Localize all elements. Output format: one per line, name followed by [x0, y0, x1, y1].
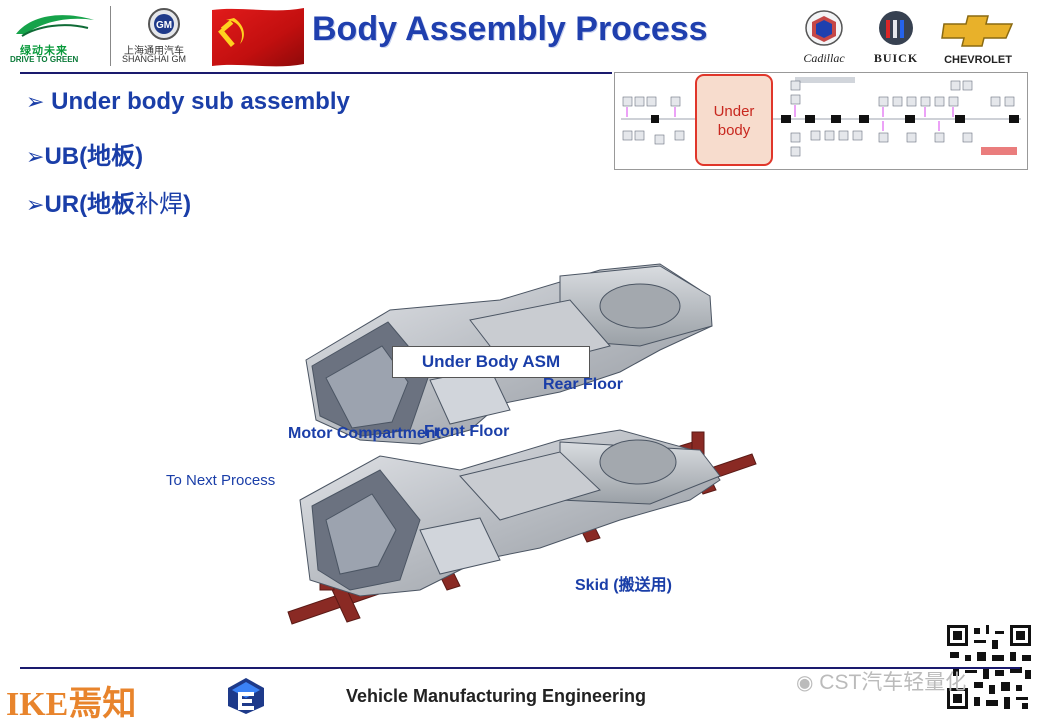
- rear-floor-label: Rear Floor: [543, 376, 624, 393]
- flow-diagram-drawing: [621, 77, 1021, 157]
- e-cube-icon: [228, 678, 264, 714]
- buick-shield-icon: [879, 11, 913, 45]
- hammer-sickle-icon: [218, 18, 244, 47]
- skid-label: Skid (搬送用): [575, 577, 672, 594]
- highlight-label-line-2: body: [717, 122, 751, 139]
- bullet-under-body-sub-assembly: ➢ Under body sub assembly: [26, 88, 350, 116]
- sgm-en-text: SHANGHAI GM: [122, 54, 187, 64]
- page-title: Body Assembly Process: [312, 10, 708, 48]
- ike-logo-text: IKE焉知: [6, 686, 137, 723]
- arrow-bullet-icon: ➢: [26, 192, 45, 217]
- bullet-ub: ➢UB(地板): [26, 136, 143, 171]
- bullet-text: Under body sub assembly: [44, 88, 350, 115]
- bullet-text-b: 补焊: [135, 191, 184, 218]
- motor-compartment-label: Motor Compartment: [288, 425, 441, 442]
- highlight-label-line-1: Under: [713, 103, 755, 120]
- wechat-watermark: ◉ CST汽车轻量化: [796, 666, 966, 696]
- logo-en-text: DRIVE TO GREEN: [10, 55, 79, 64]
- footer-rule: [20, 667, 1020, 669]
- bullet-ur: ➢UR(地板补焊): [26, 184, 191, 219]
- leaf-car-icon: [16, 15, 94, 37]
- bullet-text-c: ): [183, 191, 192, 218]
- buick-name: BUICK: [873, 51, 919, 65]
- under-body-highlight: Under body: [695, 74, 773, 166]
- buick-logo: BUICK: [860, 10, 932, 66]
- underbody-lower: [299, 429, 721, 597]
- under-body-asm-label: Under Body ASM: [392, 346, 590, 378]
- cadillac-logo: Cadillac: [792, 10, 856, 66]
- process-flow-diagram: Under body: [614, 72, 1028, 170]
- watermark-text: CST汽车轻量化: [819, 671, 967, 694]
- logo-cn-text: 绿动未来: [20, 45, 68, 57]
- e-cube-logo: [224, 676, 268, 716]
- shanghai-gm-logo: GM 上海通用汽车 SHANGHAI GM: [118, 8, 210, 64]
- cadillac-crest-icon: [805, 10, 843, 46]
- wechat-icon: ◉: [796, 672, 814, 694]
- front-floor-label: Front Floor: [424, 423, 510, 440]
- ike-logo: IKE焉知: [6, 676, 166, 723]
- arrow-bullet-icon: ➢: [26, 89, 45, 114]
- header-divider: [110, 6, 111, 66]
- gm-badge-icon: GM: [148, 8, 180, 40]
- footer-text: Vehicle Manufacturing Engineering: [346, 686, 647, 706]
- cadillac-name: Cadillac: [803, 51, 845, 65]
- gm-badge-text: GM: [156, 20, 172, 31]
- to-next-process-label: To Next Process: [166, 472, 276, 489]
- sgm-cn-text: 上海通用汽车: [124, 46, 184, 57]
- bullet-text: UB(地板): [44, 143, 144, 170]
- header-rule: [20, 72, 612, 74]
- chevrolet-logo: CHEVROLET: [940, 10, 1016, 66]
- arrow-bullet-icon: ➢: [26, 144, 45, 169]
- under-body-highlight-label: Under body: [697, 102, 771, 140]
- bullet-text-a: UR(地板: [44, 191, 136, 218]
- drive-to-green-logo: 绿动未来 DRIVE TO GREEN: [8, 8, 104, 64]
- flag-image: [212, 6, 304, 68]
- chevrolet-bowtie-icon: [941, 15, 1014, 47]
- chevrolet-name: CHEVROLET: [944, 54, 1012, 66]
